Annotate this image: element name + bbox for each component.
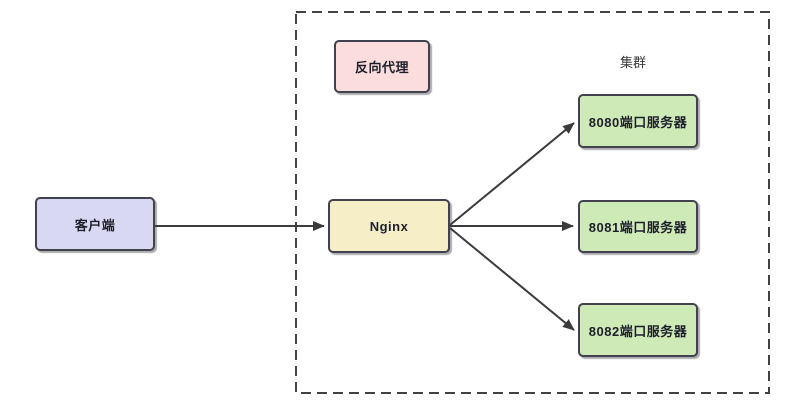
node-server-8081: 8081端口服务器: [578, 200, 698, 253]
node-nginx: Nginx: [328, 199, 450, 253]
node-server-8081-label: 8081端口服务器: [588, 220, 688, 235]
arrow-nginx-to-server-8082: [449, 227, 575, 331]
arrow-nginx-to-server-8080: [449, 122, 575, 226]
node-client-label: 客户端: [74, 217, 116, 233]
node-client: 客户端: [35, 197, 155, 251]
node-server-8080-label: 8080端口服务器: [588, 114, 688, 130]
node-server-8082: 8082端口服务器: [578, 303, 698, 357]
proxy-boundary-dashed-box: [295, 11, 770, 394]
node-nginx-label: Nginx: [369, 218, 409, 234]
node-reverse-proxy-label: 反向代理: [354, 60, 409, 75]
node-reverse-proxy: 反向代理: [334, 40, 430, 93]
cluster-label: 集群: [619, 55, 646, 70]
node-server-8082-label: 8082端口服务器: [588, 323, 688, 339]
node-server-8080: 8080端口服务器: [578, 94, 698, 148]
